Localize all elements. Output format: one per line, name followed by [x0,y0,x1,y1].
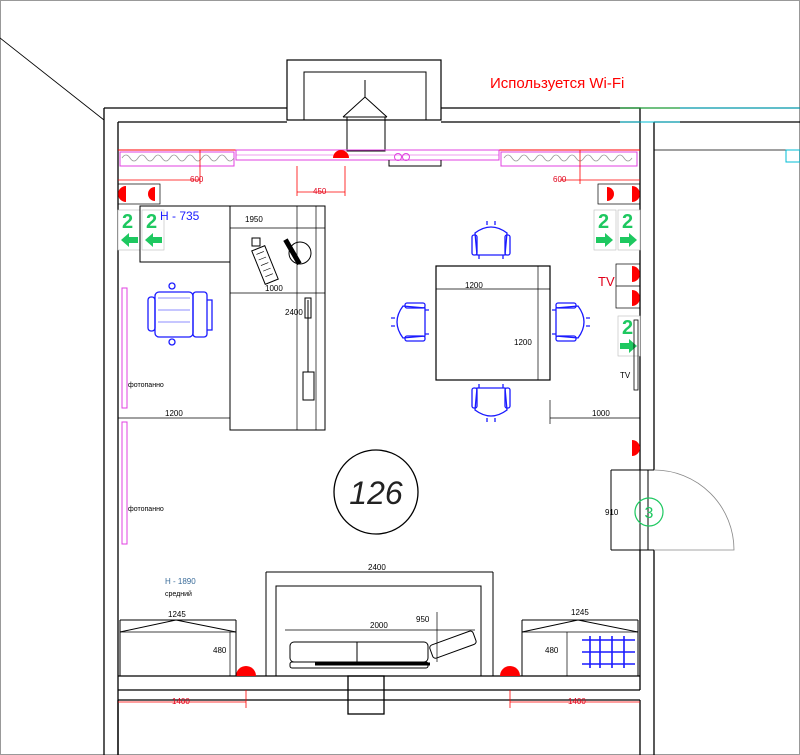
tv-screen [633,319,639,391]
dim-cabinet-right-width: 1245 [571,608,589,617]
photo-panel-label: фотопанно [128,506,164,513]
chair-icon [390,220,591,423]
cabinet-height-label: Н - 1890 [165,577,196,586]
dim-table-depth: 1200 [514,338,532,347]
lamp-icon [302,297,315,401]
dim-door-width: 910 [605,508,619,517]
photo-panel [121,421,128,545]
dim-window-center: 450 [313,187,327,196]
tv-label: TV [598,274,615,289]
dim-right-clearance: 1000 [592,409,610,418]
dim-bottom-right: 1400 [568,697,586,706]
sofa-zone [265,571,494,677]
socket-icon [118,150,640,676]
fireplace-icon [286,59,442,152]
exit-sign-digit: 2 [598,211,609,233]
sofa-icon [289,630,477,669]
dim-sofa-depth: 950 [416,615,430,624]
dim-desk-length: 1950 [245,215,263,224]
dim-cabinet-left-depth: 480 [213,646,227,655]
dim-sofa-zone-width: 2400 [368,563,386,572]
meeting-table [435,265,551,381]
dim-left-clearance: 1200 [165,409,183,418]
keyboard-icon [251,245,279,285]
top-dimensions [118,150,640,196]
dim-table-width: 1200 [465,281,483,290]
exit-sign-digit: 2 [622,211,633,233]
wifi-note: Используется Wi-Fi [490,75,624,92]
monitor-icon [251,237,312,266]
exit-sign-icon [117,209,641,357]
door-number: 3 [645,505,654,522]
room-number: 126 [349,475,403,511]
dim-bottom-left: 1400 [172,697,190,706]
office-chair-icon [147,282,213,346]
exit-sign-digit: 2 [122,211,133,233]
dim-window-right: 600 [553,175,567,184]
cabinet-right [521,619,639,676]
executive-desk [118,205,326,431]
top-window-strip [118,149,640,167]
exit-sign-digit: 2 [146,211,157,233]
tv-label-small: TV [620,371,631,380]
bottom-dimensions [118,690,640,708]
socket-boxes [117,183,641,309]
dim-cabinet-right-depth: 480 [545,646,559,655]
dim-desk-depth: 2400 [285,308,303,317]
photo-panel [121,287,128,409]
photo-panel-label: фотопанно [128,382,164,389]
dim-window-left: 600 [190,175,204,184]
cabinet-type-label: средний [165,590,192,598]
door-number-circle [634,497,664,527]
desk-height-label: Н - 735 [160,209,200,223]
dim-cabinet-left-width: 1245 [168,610,186,619]
exit-sign-digit: 2 [622,317,633,339]
radiator-icon [582,636,635,668]
dim-desk-return: 1000 [265,284,283,293]
walls [103,107,800,755]
room-number-circle [333,449,419,535]
door [610,469,735,551]
cabinet-left [119,619,237,676]
dim-sofa-width: 2000 [370,621,388,630]
